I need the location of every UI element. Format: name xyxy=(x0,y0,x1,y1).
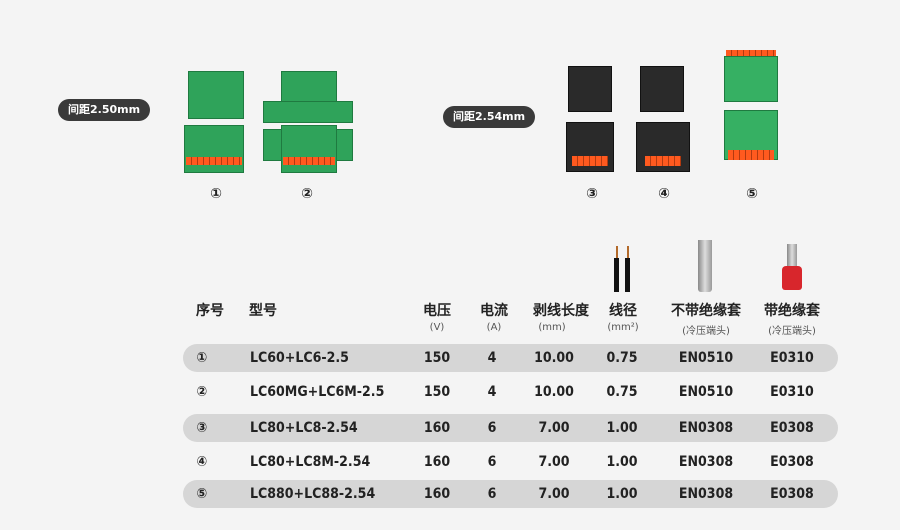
cell-model: LC60+LC6-2.5 xyxy=(250,350,349,366)
cell-current: 4 xyxy=(487,350,497,366)
header-current: 电流 xyxy=(480,303,508,319)
cell-bare-ferrule: EN0510 xyxy=(678,384,734,400)
cell-strip-length: 10.00 xyxy=(534,384,574,400)
cell-bare-ferrule: EN0308 xyxy=(678,486,734,502)
product-image-1 xyxy=(184,71,246,173)
cell-index: ③ xyxy=(196,420,208,436)
cell-index: ⑤ xyxy=(196,486,208,502)
cell-voltage: 160 xyxy=(423,486,451,502)
header-insulated-ferrule: 带绝缘套 xyxy=(764,303,820,319)
cell-current: 6 xyxy=(487,420,497,436)
pitch-label-2-54: 间距2.54mm xyxy=(443,106,536,128)
wire-icon xyxy=(611,246,635,292)
product-number-2: ② xyxy=(301,186,313,202)
header-wire-gauge: 线径 xyxy=(609,303,637,319)
cell-bare-ferrule: EN0510 xyxy=(678,350,734,366)
product-number-3: ③ xyxy=(586,186,598,202)
cell-insulated-ferrule: E0310 xyxy=(770,350,814,366)
cell-voltage: 160 xyxy=(423,454,451,470)
cell-model: LC80+LC8-2.54 xyxy=(250,420,358,436)
table-row: ③ LC80+LC8-2.54 160 6 7.00 1.00 EN0308 E0308 xyxy=(183,414,838,442)
cell-current: 6 xyxy=(487,486,497,502)
cell-wire-gauge: 1.00 xyxy=(606,486,638,502)
header-model: 型号 xyxy=(249,303,277,319)
cell-index: ② xyxy=(196,384,208,400)
cell-wire-gauge: 0.75 xyxy=(606,384,638,400)
cell-wire-gauge: 0.75 xyxy=(606,350,638,366)
cell-wire-gauge: 1.00 xyxy=(606,454,638,470)
cell-current: 6 xyxy=(487,454,497,470)
cell-model: LC80+LC8M-2.54 xyxy=(250,454,371,470)
product-number-4: ④ xyxy=(658,186,670,202)
product-image-4 xyxy=(636,66,690,172)
cell-model: LC880+LC88-2.54 xyxy=(250,486,376,502)
header-insulated-ferrule-unit: (冷压端头) xyxy=(768,326,816,337)
bare-ferrule-icon xyxy=(698,240,712,292)
cell-strip-length: 7.00 xyxy=(538,454,570,470)
product-image-3 xyxy=(566,66,614,172)
product-image-5 xyxy=(722,50,780,172)
cell-voltage: 160 xyxy=(423,420,451,436)
header-index: 序号 xyxy=(196,303,224,319)
cell-voltage: 150 xyxy=(423,350,451,366)
header-strip-length-unit: (mm) xyxy=(538,322,566,333)
insulated-ferrule-icon xyxy=(780,244,804,292)
header-strip-length: 剥线长度 xyxy=(533,303,589,319)
product-number-5: ⑤ xyxy=(746,186,758,202)
product-image-2 xyxy=(263,71,353,173)
cell-current: 4 xyxy=(487,384,497,400)
table-row: ⑤ LC880+LC88-2.54 160 6 7.00 1.00 EN0308 E0308 xyxy=(183,480,838,508)
cell-voltage: 150 xyxy=(423,384,451,400)
pitch-label-2-50: 间距2.50mm xyxy=(58,99,151,121)
cell-insulated-ferrule: E0308 xyxy=(770,486,814,502)
cell-insulated-ferrule: E0308 xyxy=(770,420,814,436)
cell-strip-length: 7.00 xyxy=(538,486,570,502)
header-bare-ferrule-unit: (冷压端头) xyxy=(682,326,730,337)
cell-wire-gauge: 1.00 xyxy=(606,420,638,436)
header-bare-ferrule: 不带绝缘套 xyxy=(671,303,741,319)
cell-strip-length: 7.00 xyxy=(538,420,570,436)
header-voltage-unit: (V) xyxy=(429,322,445,333)
header-wire-gauge-unit: (mm²) xyxy=(607,322,639,333)
product-number-1: ① xyxy=(210,186,222,202)
header-voltage: 电压 xyxy=(423,303,451,319)
cell-strip-length: 10.00 xyxy=(534,350,574,366)
cell-bare-ferrule: EN0308 xyxy=(678,454,734,470)
table-row: ④ LC80+LC8M-2.54 160 6 7.00 1.00 EN0308 E0308 xyxy=(183,448,838,476)
cell-insulated-ferrule: E0310 xyxy=(770,384,814,400)
cell-model: LC60MG+LC6M-2.5 xyxy=(250,384,385,400)
cell-insulated-ferrule: E0308 xyxy=(770,454,814,470)
cell-index: ④ xyxy=(196,454,208,470)
cell-index: ① xyxy=(196,350,208,366)
table-row: ② LC60MG+LC6M-2.5 150 4 10.00 0.75 EN0510 E0310 xyxy=(183,378,838,406)
table-row: ① LC60+LC6-2.5 150 4 10.00 0.75 EN0510 E0310 xyxy=(183,344,838,372)
cell-bare-ferrule: EN0308 xyxy=(678,420,734,436)
header-current-unit: (A) xyxy=(486,322,502,333)
